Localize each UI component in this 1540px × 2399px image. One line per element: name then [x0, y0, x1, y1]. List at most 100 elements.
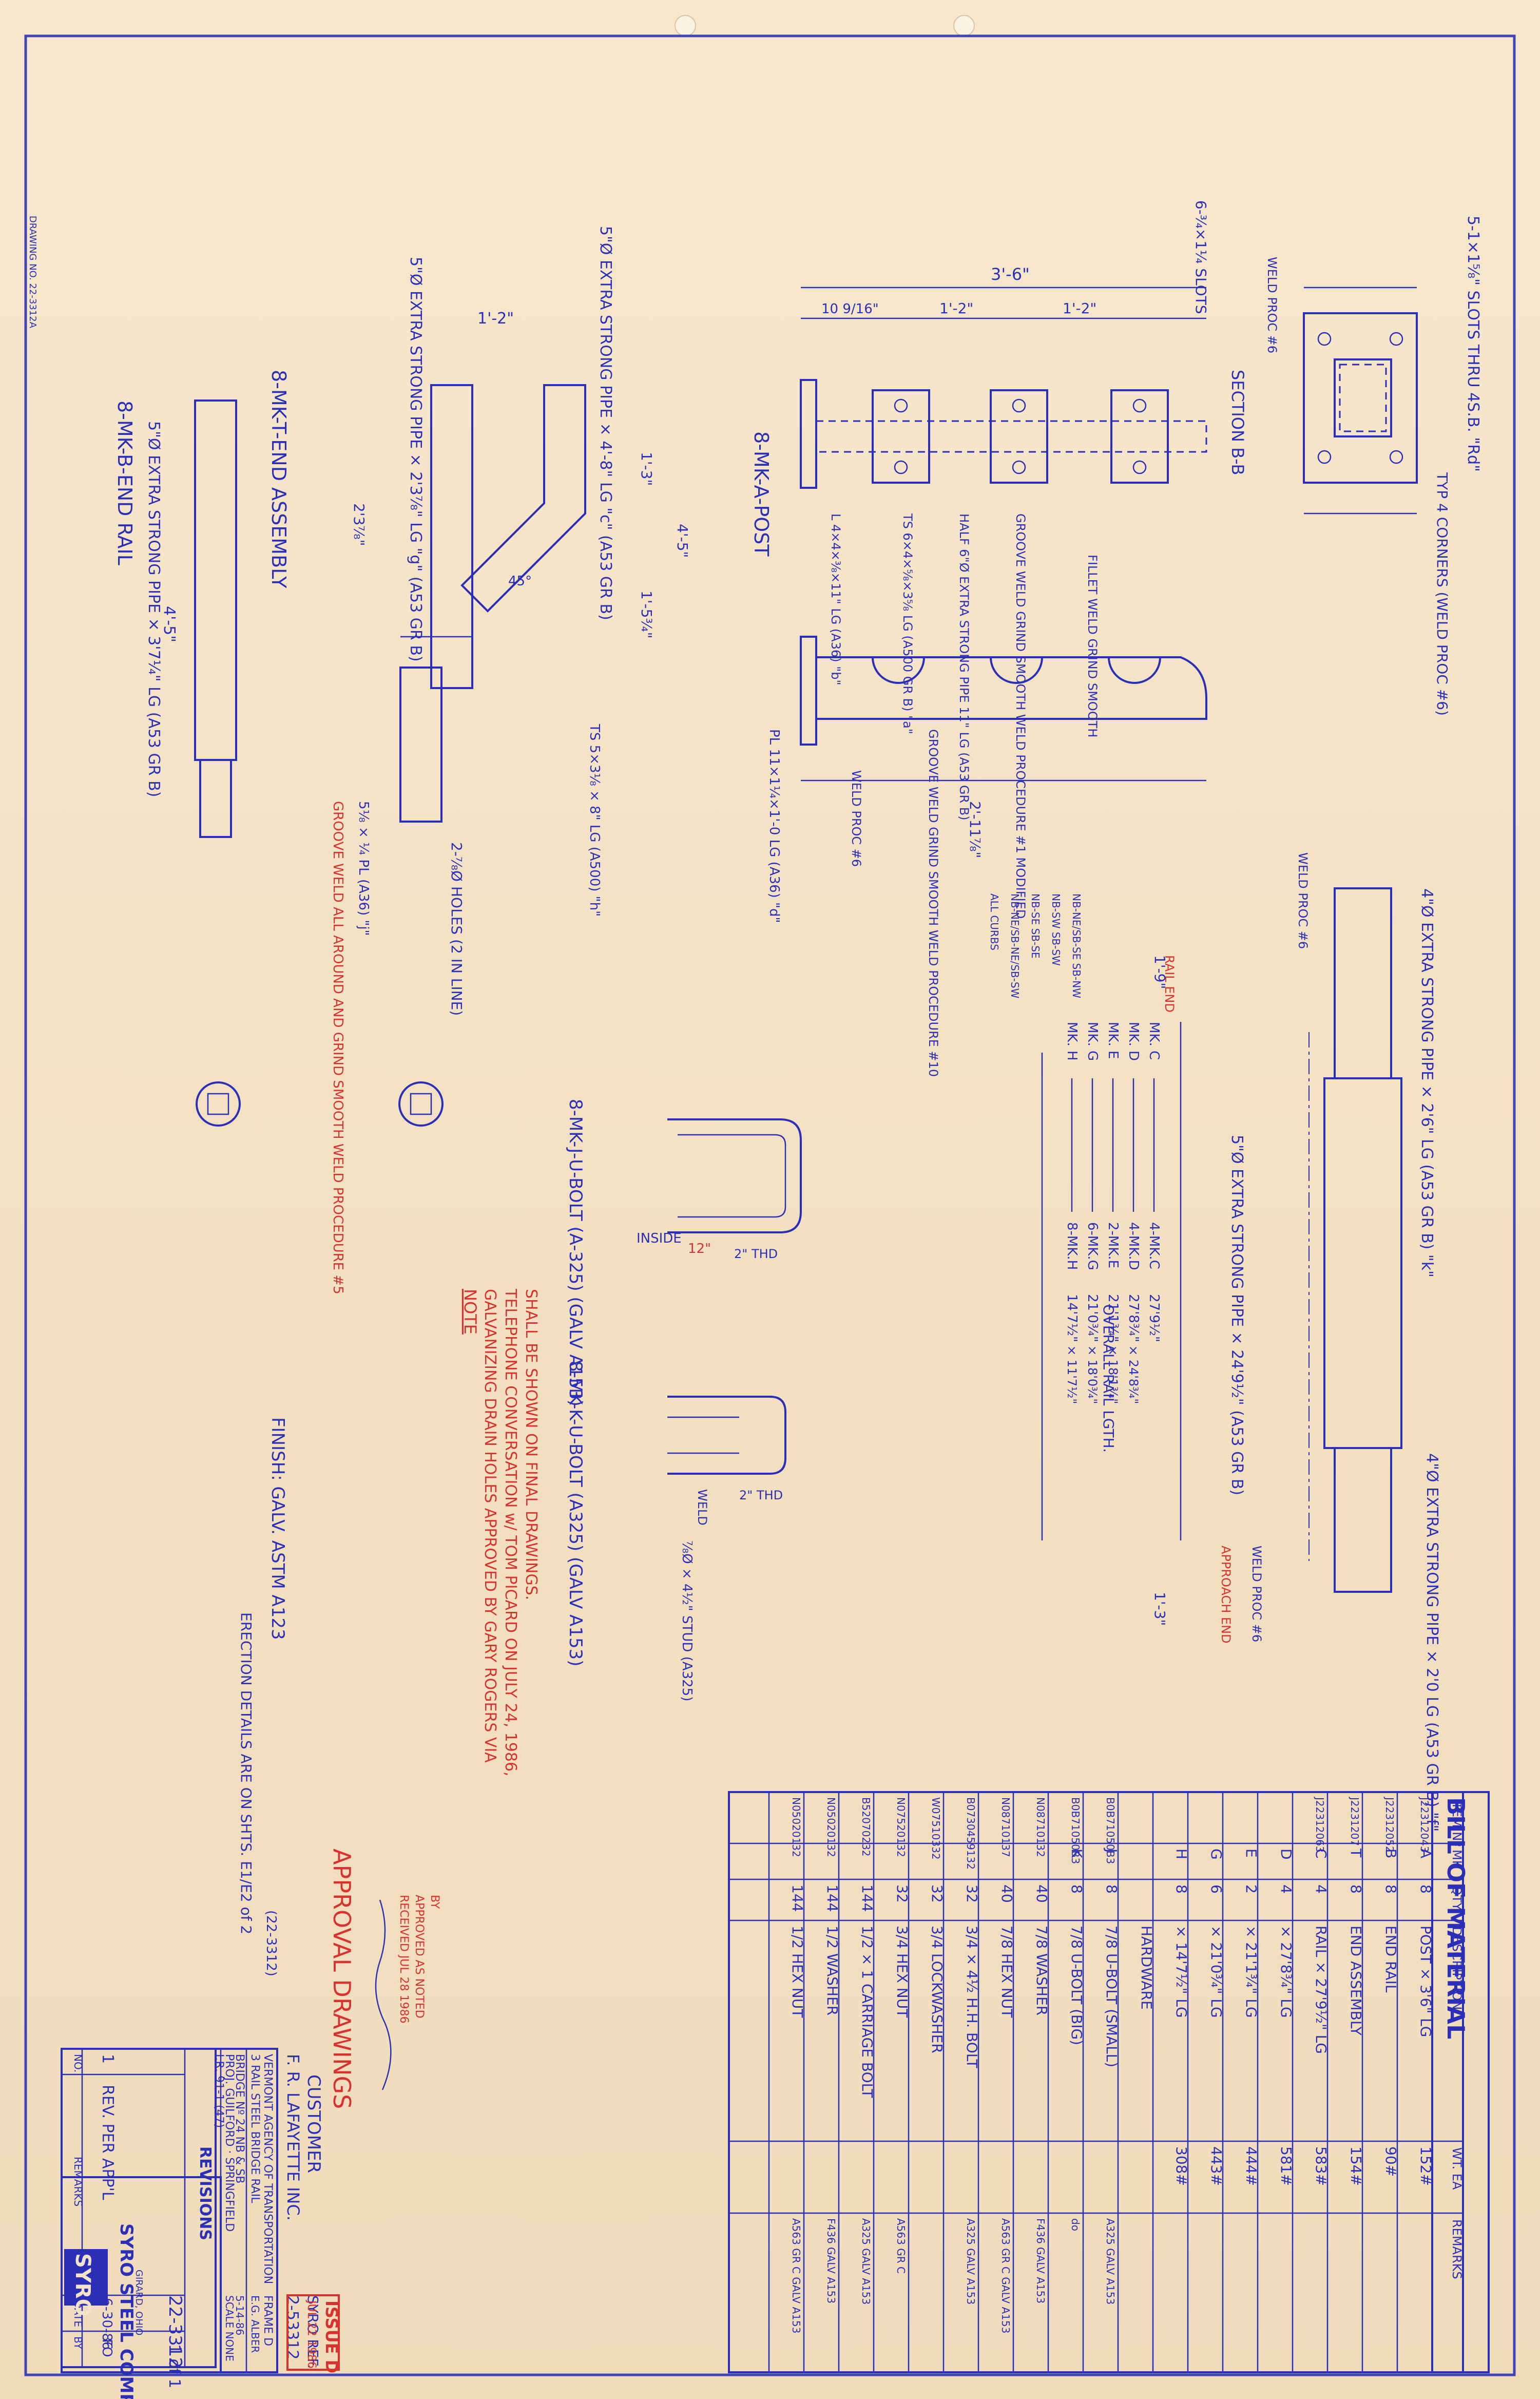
project-name: VERMONT AGENCY OF TRANSPORTATION — [261, 2054, 274, 2284]
ref-label: SYRO REF. — [304, 2295, 321, 2369]
rail-schedule-text: MK. H — [1064, 1022, 1080, 1061]
dim-1-2a: 1'-2" — [939, 300, 973, 317]
pipe-g-label: 5"Ø EXTRA STRONG PIPE × 2'3⅞" LG "g" (A5… — [407, 257, 425, 662]
rail-schedule-text: 21'0¾" — [1085, 1294, 1100, 1342]
section-bb-plate — [1303, 312, 1418, 484]
finish-note: FINISH: GALV. ASTM A123 — [267, 1417, 288, 1640]
mk-a-title: 8-MK-A-POST — [750, 431, 773, 557]
bom-cell: 8 — [1382, 1884, 1399, 1894]
bom-cell: D — [1278, 1849, 1295, 1860]
end-rail-mk-b: 8-MK-B-END RAIL 5"Ø EXTRA STRONG PIPE × … — [113, 399, 241, 1127]
bom-header: MK — [1450, 1850, 1464, 1869]
rail-pipe-label: 5"Ø EXTRA STRONG PIPE × 24'9½" (A53 GR B… — [1228, 1135, 1246, 1495]
bom-cell: 2 — [1243, 1884, 1260, 1894]
bom-cell: B — [1382, 1849, 1399, 1858]
customer-name: F. R. LAFAYETTE INC. — [283, 2054, 303, 2221]
rail-schedule-text: 14'7½" — [1064, 1294, 1080, 1342]
bom-cell: J — [1103, 1848, 1120, 1853]
rev-no: 1 — [99, 2054, 117, 2064]
pipe-f-label: 4"Ø EXTRA STRONG PIPE × 2'0 LG (A53 GR B… — [1423, 1453, 1441, 1832]
erection-note: ERECTION DETAILS ARE ON SHTS. E1/E2 of 2 — [238, 1612, 255, 1934]
bom-cell: 32 — [929, 1884, 946, 1903]
mk-b-pipe-label: 5"Ø EXTRA STRONG PIPE × 3'7¼" LG (A53 GR… — [145, 421, 163, 797]
bom-cell: A563 GR C — [895, 2218, 907, 2274]
slots-side-label: 6-¾×1¼ SLOTS — [1192, 200, 1209, 314]
revisions-block: NO. REMARKS DATE BY 1 REV. PER APP'L 6-3… — [61, 2048, 217, 2368]
bom-cell: J2231207 — [1349, 1796, 1361, 1846]
dim-3-6: 3'-6" — [991, 264, 1030, 284]
dim-4-5t: 4'-5" — [674, 524, 691, 558]
title-block: SYRO SYRO STEEL COMPANY GIRARD, OHIO CUS… — [61, 2048, 324, 2399]
plate-b-label: L 4×4×⅜×11" LG (A36) "b" — [829, 513, 843, 686]
rail-schedule-text: 21'1¾" — [1105, 1294, 1121, 1342]
mk-k-title: 8-MK-K-U-BOLT (A325) (GALV A153) — [565, 1361, 586, 1667]
dim-1-3: 1'-3" — [1151, 1592, 1168, 1626]
end-rail-pipe — [194, 399, 237, 761]
half-pipe-label: HALF 6"Ø EXTRA STRONG PIPE 11" LG (A53 G… — [957, 513, 971, 821]
weld-label: WELD — [695, 1489, 709, 1526]
bom-cell: 8 — [1103, 1884, 1120, 1894]
bom-header: ITEM Nº — [1450, 1798, 1464, 1847]
bom-cell: J22312063 — [1314, 1796, 1326, 1853]
bom-cell: 443# — [1208, 2146, 1225, 2186]
bom-header: DESCRIPTION — [1450, 1927, 1464, 2010]
rail-insert-f — [1334, 1447, 1392, 1593]
bom-cell: W07510332 — [930, 1797, 942, 1860]
bom-cell: B0730459132 — [965, 1797, 977, 1870]
dim-12-j: 12" — [688, 1241, 711, 1256]
title-line-1: BRIDGE Nº 24 NB & SB — [233, 2054, 246, 2183]
rail-schedule-text: NB-SW SB-SW — [1050, 893, 1062, 966]
margin-note: DRAWING NO. 22-3312A — [27, 216, 38, 329]
rail-schedule-text: 27'8¾" — [1126, 1294, 1141, 1342]
rail-schedule-text: 8-MK.H — [1064, 1222, 1080, 1270]
bom-cell: HARDWARE — [1138, 1926, 1155, 2010]
base-plate — [800, 379, 817, 489]
bom-cell: B0B71050B3 — [1104, 1797, 1116, 1864]
bom-cell: 32 — [894, 1884, 911, 1903]
bom-cell: × 21'0¾" LG — [1208, 1926, 1225, 2018]
approach-end-label: APPROACH END — [1219, 1546, 1233, 1644]
dim-1-3t: 1'-3" — [638, 452, 655, 486]
tube-a-label: TS 6×4×⅝×3⅝ LG (A500 GR B) "a" — [900, 513, 915, 734]
rail-schedule-text: ALL CURBS — [988, 893, 1000, 950]
bom-cell: A — [1417, 1849, 1434, 1858]
bom-cell: 6 — [1208, 1884, 1225, 1894]
signature — [375, 1899, 392, 2090]
bom-cell: 144 — [789, 1884, 806, 1912]
dim-2-3-7-8: 2'3⅞" — [351, 503, 368, 546]
frame: FRAME D — [261, 2295, 274, 2346]
rail-schedule-text: NB-NE/SB-NE/SB-SW — [1009, 893, 1021, 999]
plate-j-label: 5⅛ × ¼ PL (A36) "j" — [356, 801, 371, 936]
rev-remarks: REV. PER APP'L — [99, 2085, 117, 2200]
ref-no: 2-53312 — [283, 2295, 301, 2359]
note-line-3: SHALL BE SHOWN ON FINAL DRAWINGS. — [522, 1289, 540, 1600]
approval-area: APPROVAL DRAWINGS (22-3312) RECEIVED JUL… — [263, 1849, 441, 2373]
customer-label: CUSTOMER — [303, 2074, 324, 2173]
bom-cell: 144 — [859, 1884, 876, 1912]
company-logo — [64, 2249, 108, 2306]
typ4-label: TYP 4 CORNERS (WELD PROC #6) — [1434, 472, 1451, 716]
rail-schedule-text: 2-MK.E — [1105, 1222, 1121, 1268]
bom-cell: 581# — [1278, 2146, 1295, 2186]
bom-cell: A325 GALV A153 — [1104, 2218, 1116, 2305]
bom-cell: A563 GR C GALV A153 — [790, 2218, 802, 2333]
tho-j: 2" THD — [734, 1247, 778, 1261]
drawn-by: E.G. ALBER — [249, 2295, 261, 2353]
bom-cell: H — [1173, 1849, 1190, 1859]
bom-cell: 1/2 WASHER — [824, 1926, 841, 2015]
section-circle-b — [196, 1081, 241, 1127]
plate-d-label: PL 11×1¼×1'-0 LG (A36) "d" — [766, 729, 782, 923]
scale: SCALE NONE — [223, 2295, 236, 2362]
rail-schedule-text: MK. E — [1105, 1022, 1121, 1059]
bom-cell: N08710137 — [999, 1797, 1012, 1857]
date: 5-14-86 — [234, 2295, 246, 2335]
bom-cell: T — [1348, 1848, 1364, 1858]
approval-ref: (22-3312) — [263, 1910, 279, 1976]
weld1-label: FILLET WELD GRIND SMOOTH — [1085, 555, 1100, 737]
bom-cell: N05020132 — [825, 1797, 837, 1857]
dim-1-2b: 1'-2" — [1063, 300, 1096, 317]
bom-cell: J22312052 — [1383, 1796, 1396, 1853]
bom-cell: 8 — [1173, 1884, 1190, 1894]
bom-cell: 8 — [1068, 1884, 1085, 1894]
logo-text: SYRO — [71, 2253, 94, 2316]
